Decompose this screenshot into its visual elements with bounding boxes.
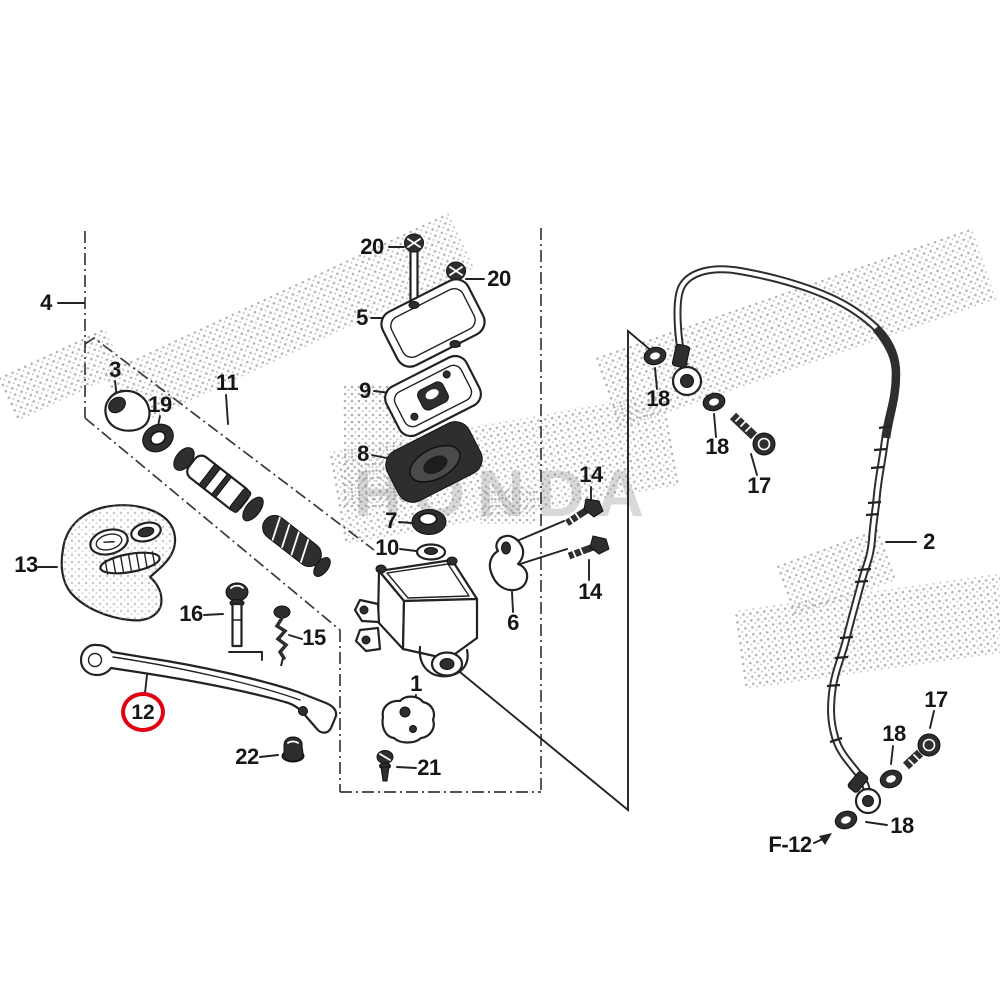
callout-14-upper: 14 (579, 462, 603, 487)
callout-18-top-mid: 18 (705, 434, 729, 459)
part-21-bolt (376, 750, 394, 782)
callout-10: 10 (375, 535, 399, 560)
callout-5: 5 (356, 305, 368, 330)
figure-reference-label: F-12 (768, 832, 812, 857)
part-18-washer-top-mid (702, 392, 726, 412)
part-19-seal (142, 423, 174, 453)
part-18-washer-top-left (643, 346, 667, 366)
callout-9: 9 (359, 378, 371, 403)
part-5-reservoir-cover (380, 278, 486, 368)
part-15-adjuster-spring (273, 605, 291, 667)
part-10-washer (415, 543, 447, 561)
master-cylinder-body (353, 556, 479, 678)
callout-17-top: 17 (747, 473, 771, 498)
callout-2: 2 (923, 529, 935, 554)
callout-17-bottom: 17 (924, 687, 948, 712)
part-8-diaphragm (385, 421, 483, 503)
part-3-boot (104, 389, 151, 432)
assembly-boundary-lines (84, 228, 542, 793)
highlight-circle: 12 (121, 692, 165, 732)
callout-12: 12 (131, 700, 155, 724)
callout-18-bottom-upper: 18 (882, 721, 906, 746)
part-1-lever-bracket (381, 695, 436, 744)
callout-7: 7 (385, 508, 397, 533)
part-13-reservoir (60, 504, 177, 622)
callout-18-bottom-lower: 18 (890, 813, 914, 838)
f12-arrow (813, 833, 832, 845)
part-18-washer-bottom-upper (879, 769, 903, 789)
callout-14-lower: 14 (578, 579, 602, 604)
callout-20-right: 20 (487, 266, 511, 291)
part-9-diaphragm-plate (384, 354, 482, 438)
callout-3: 3 (109, 357, 121, 382)
part-17-banjo-bolt-bottom (902, 733, 941, 770)
callout-21: 21 (417, 755, 441, 780)
part-14-bolt-lower (567, 535, 610, 560)
callout-6: 6 (507, 610, 519, 635)
callout-8: 8 (357, 441, 369, 466)
part-14-bolt-upper (565, 498, 604, 526)
callout-1: 1 (410, 671, 422, 696)
callout-18-top-left: 18 (646, 386, 670, 411)
callout-4: 4 (40, 290, 52, 315)
part-2-brake-hose (671, 265, 901, 815)
callout-22: 22 (235, 744, 259, 769)
callout-20-left: 20 (360, 234, 384, 259)
part-11-piston-set (173, 447, 331, 577)
part-18-washer-bottom-lower (834, 810, 858, 830)
part-22-nut (281, 736, 305, 763)
callout-19: 19 (148, 392, 172, 417)
callout-16: 16 (179, 601, 203, 626)
part-6-clamp-holder (488, 534, 529, 592)
callout-13: 13 (14, 552, 38, 577)
part-16-pivot-bolt (225, 582, 249, 648)
callout-11: 11 (215, 370, 239, 395)
callout-15: 15 (302, 625, 326, 650)
part-17-banjo-bolt-top (729, 412, 776, 456)
part-7-ring (411, 509, 447, 535)
part-12-brake-lever (79, 643, 338, 734)
